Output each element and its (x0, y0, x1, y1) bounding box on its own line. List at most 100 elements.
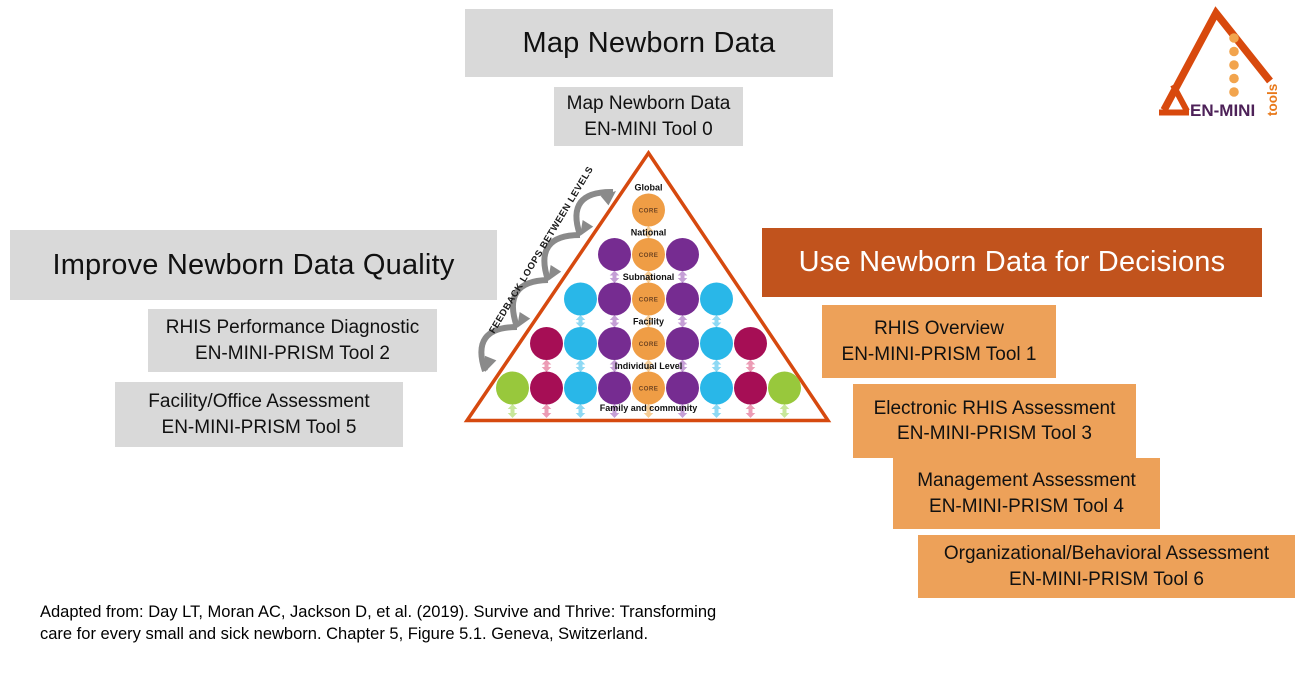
tool-subtitle: EN-MINI-PRISM Tool 2 (195, 342, 390, 364)
pyramid-node-purple (598, 371, 631, 405)
level-connector-arrow (507, 404, 518, 418)
tool-title: Map Newborn Data (566, 93, 731, 115)
level-label: Facility (633, 316, 664, 326)
level-connector-arrow (677, 315, 688, 328)
pyramid-node-orange (632, 282, 665, 316)
tool-box-prism-6: Organizational/Behavioral Assessment EN-… (918, 535, 1295, 598)
core-label: CORE (639, 296, 658, 303)
pyramid-node-purple (666, 327, 699, 360)
tool-title: Organizational/Behavioral Assessment (943, 543, 1270, 565)
pyramid-node-purple (598, 238, 631, 271)
pyramid-node-magenta (530, 371, 563, 405)
level-connector-arrow (779, 404, 790, 418)
improve-section-title: Improve Newborn Data Quality (52, 248, 455, 281)
feedback-arrowhead (484, 355, 497, 372)
pyramid-node-purple (666, 371, 699, 405)
en-mini-tools-logo: EN-MINI tools (1159, 6, 1280, 120)
logo-wordmark: EN-MINI (1190, 101, 1255, 120)
level-label: Global (634, 183, 662, 193)
pyramid-node-orange (632, 327, 665, 360)
tool-box-prism-3: Electronic RHIS Assessment EN-MINI-PRISM… (853, 384, 1136, 458)
tool-title: RHIS Overview (874, 318, 1004, 340)
level-connector-arrow (677, 270, 688, 283)
map-section-title-box: Map Newborn Data (465, 9, 833, 77)
tool-title: Electronic RHIS Assessment (873, 397, 1116, 419)
feedback-arrowhead (580, 219, 594, 236)
core-label: CORE (639, 385, 658, 392)
pyramid-node-purple (666, 282, 699, 316)
level-connector-arrow (677, 404, 688, 418)
level-connector-arrow (711, 315, 722, 328)
use-section-title-box: Use Newborn Data for Decisions (762, 228, 1262, 297)
tool-subtitle: EN-MINI-PRISM Tool 1 (841, 343, 1037, 365)
pyramid-node-purple (598, 327, 631, 360)
level-connector-arrow (643, 359, 654, 372)
level-connector-arrow (643, 404, 654, 418)
improve-section-title-box: Improve Newborn Data Quality (10, 230, 497, 300)
citation-line-1: Adapted from: Day LT, Moran AC, Jackson … (40, 603, 717, 621)
tool-title: RHIS Performance Diagnostic (165, 317, 420, 339)
level-labels: GlobalNationalSubnationalFacilityIndivid… (600, 183, 698, 414)
core-label: CORE (639, 252, 658, 259)
health-system-pyramid-diagram: FEEDBACK LOOPS BETWEEN LEVELS CORECORECO… (463, 149, 832, 423)
level-connector-arrow (711, 359, 722, 372)
feedback-arc (573, 188, 614, 236)
pyramid-nodes: CORE CORE CORE CORE CORE (496, 193, 801, 405)
feedback-arrowhead (517, 311, 531, 328)
tool-box-prism-2: RHIS Performance Diagnostic EN-MINI-PRIS… (148, 309, 437, 372)
level-label: National (631, 227, 667, 237)
pyramid-node-magenta (734, 327, 767, 360)
level-connector-arrow (541, 404, 552, 418)
logo-triangle-tick (1170, 83, 1190, 113)
pyramid-node-cyan (564, 371, 597, 405)
tool-box-en-mini-0: Map Newborn Data EN-MINI Tool 0 (554, 87, 743, 146)
tool-subtitle: EN-MINI-PRISM Tool 3 (897, 423, 1092, 444)
level-connector-arrow (643, 226, 654, 239)
level-connector-arrow (643, 270, 654, 283)
pyramid-node-cyan (564, 327, 597, 360)
logo-triangle-icon (1160, 6, 1273, 112)
pyramid-node-orange (632, 238, 665, 271)
feedback-arrowhead (548, 264, 562, 281)
level-label: Subnational (623, 272, 675, 282)
map-section-title: Map Newborn Data (522, 26, 776, 59)
pyramid-node-green (496, 371, 529, 405)
tool-subtitle: EN-MINI-PRISM Tool 4 (929, 495, 1124, 517)
level-connector-arrow (711, 404, 722, 418)
level-label: Family and community (600, 403, 698, 413)
pyramid-node-orange (632, 193, 665, 227)
feedback-loop-arrows (478, 188, 616, 372)
level-connector-arrow (575, 315, 586, 328)
level-connector-arrow (575, 359, 586, 372)
pyramid-node-magenta (734, 371, 767, 405)
logo-suffix: tools (1265, 84, 1280, 116)
pyramid-node-cyan (564, 282, 597, 316)
feedback-arc (541, 232, 581, 281)
pyramid-node-cyan (700, 327, 733, 360)
logo-dots (1229, 33, 1239, 97)
tool-box-prism-4: Management Assessment EN-MINI-PRISM Tool… (893, 458, 1160, 529)
tool-subtitle: EN-MINI Tool 0 (584, 118, 713, 140)
level-connector-arrows (507, 226, 790, 418)
pyramid-node-magenta (530, 327, 563, 360)
pyramid-node-cyan (700, 282, 733, 316)
pyramid-node-green (768, 371, 801, 405)
tool-box-prism-5: Facility/Office Assessment EN-MINI-PRISM… (115, 382, 403, 447)
citation: Adapted from: Day LT, Moran AC, Jackson … (40, 601, 850, 645)
level-connector-arrow (609, 404, 620, 418)
core-label: CORE (639, 341, 658, 348)
level-connector-arrow (745, 404, 756, 418)
pyramid-node-purple (666, 238, 699, 271)
feedback-arc (478, 324, 518, 372)
use-section-title: Use Newborn Data for Decisions (798, 246, 1226, 278)
citation-line-2: care for every small and sick newborn. C… (40, 625, 649, 643)
core-label: CORE (639, 207, 658, 214)
tool-title: Facility/Office Assessment (148, 391, 370, 413)
tool-subtitle: EN-MINI-PRISM Tool 6 (1009, 568, 1204, 590)
level-label: Individual Level (615, 361, 683, 371)
tool-box-prism-1: RHIS Overview EN-MINI-PRISM Tool 1 (822, 305, 1056, 378)
pyramid-node-orange (632, 371, 665, 405)
level-connector-arrow (609, 270, 620, 283)
pyramid-node-purple (598, 282, 631, 316)
